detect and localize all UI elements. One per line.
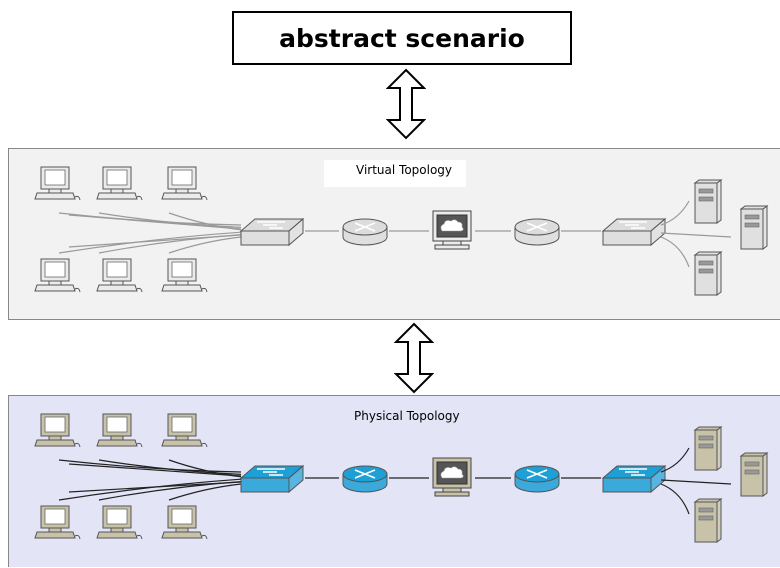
server-icon [739,452,769,497]
switch-icon [239,464,305,494]
virtual-topology-title: Virtual Topology [324,160,466,187]
pc-icon [34,505,81,540]
cable-line [58,212,242,226]
cable-line [68,214,242,230]
cloud-terminal-icon [432,457,472,497]
pc-icon [161,258,208,293]
cable-line [660,447,690,473]
cable-line [98,459,242,475]
pc-icon [96,413,143,448]
router-icon [342,465,388,493]
physical-topology-diagram [34,413,769,543]
cable-line [98,212,242,228]
cable-line [58,478,242,501]
double-arrow-icon [394,322,434,394]
pc-icon [34,413,81,448]
switch-icon [601,464,667,494]
router-icon [342,218,388,246]
abstract-scenario-label: abstract scenario [279,23,525,53]
double-arrow-icon [386,68,426,140]
cable-line [58,231,242,254]
router-icon [514,465,560,493]
pc-icon [161,413,208,448]
cable-line [68,234,242,248]
abstract-scenario-box: abstract scenario [232,11,572,65]
cable-line [68,481,242,493]
pc-icon [96,258,143,293]
cable-line [660,483,690,515]
pc-icon [96,166,143,201]
cable-line [58,459,242,473]
pc-icon [161,505,208,540]
server-icon [693,426,723,471]
cable-line [660,232,732,238]
server-icon [693,251,723,296]
server-icon [693,498,723,543]
switch-icon [239,217,305,247]
server-icon [739,205,769,250]
cable-line [660,200,690,226]
cable-line [660,479,732,485]
pc-icon [34,258,81,293]
server-icon [693,179,723,224]
pc-icon [161,166,208,201]
virtual-topology-diagram [34,166,769,296]
router-icon [514,218,560,246]
switch-icon [601,217,667,247]
cloud-terminal-icon [432,210,472,250]
cable-line [168,483,242,501]
physical-topology-title: Physical Topology [354,409,460,423]
virtual-topology-panel: Virtual Topology [8,148,780,320]
cable-line [68,463,242,477]
physical-topology-panel: Physical Topology [8,395,780,567]
cable-line [660,236,690,268]
pc-icon [96,505,143,540]
pc-icon [34,166,81,201]
cable-line [168,236,242,254]
